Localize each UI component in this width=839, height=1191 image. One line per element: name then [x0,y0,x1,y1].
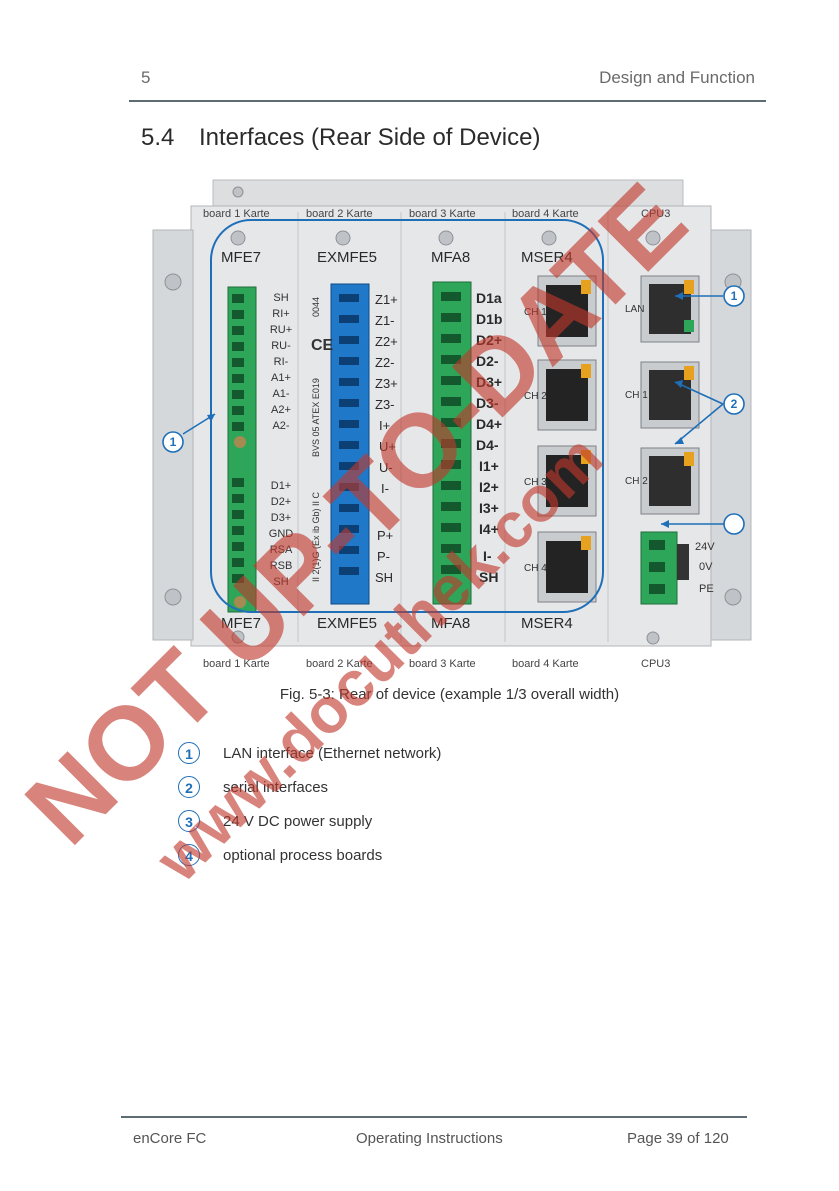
mfe7-label: RI- [274,356,289,368]
power-label-24v: 24V [695,541,715,553]
mfe7-label: SH [273,576,288,588]
exmfe5-label: Z3- [375,397,395,412]
mfe7-label: RI+ [272,308,289,320]
mfe7-label: A1- [272,388,289,400]
module-name-mser4-top: MSER4 [521,249,573,266]
exmfe5-label: U+ [379,439,396,454]
mfe7-label: D2+ [271,496,292,508]
mfe7-label: D1+ [271,480,292,492]
mfe7-label: RSA [270,544,293,556]
module-name-mfe7-top: MFE7 [221,249,261,266]
legend-number-badge: 1 [178,742,200,764]
header-rule [129,100,766,102]
exmfe5-label: I+ [379,418,390,433]
mfa8-label: SH [479,569,498,585]
ce-mark: CE [311,337,334,354]
module-name-exmfe5-bottom: EXMFE5 [317,615,377,632]
mfe7-label: A1+ [271,372,291,384]
mfe7-label: A2- [272,420,289,432]
mfa8-label: I1+ [479,458,499,474]
footer-product: enCore FC [133,1130,207,1147]
board-label-cpu-bottom: CPU3 [641,658,670,670]
mfa8-label: D2+ [476,332,502,348]
board-label-2-top: board 2 Karte [306,208,373,220]
mfe7-label: RSB [270,560,293,572]
header-chapter-number: 5 [141,68,151,87]
footer-doc-type: Operating Instructions [356,1130,503,1147]
cpu-port-label: CH 2 [625,476,648,487]
module-name-mfe7-bottom: MFE7 [221,615,261,632]
exmfe5-label: Z2- [375,355,395,370]
exmfe5-atex: BVS 05 ATEX E019 [311,378,321,457]
callout-2: 2 [731,397,738,411]
mser4-port-label: CH 3 [524,477,547,488]
mfe7-label: GND [269,528,294,540]
section-title: Interfaces (Rear Side of Device) [199,124,541,151]
footer-rule [121,1116,747,1118]
mfa8-label: D1b [476,311,502,327]
module-name-exmfe5-top: EXMFE5 [317,249,377,266]
board-label-cpu-top: CPU3 [641,208,670,220]
board-label-1-top: board 1 Karte [203,208,270,220]
mser4-port-label: CH 2 [524,391,547,402]
cpu-port-label: CH 1 [625,390,648,401]
exmfe5-code: 0044 [311,297,321,317]
board-label-1-bottom: board 1 Karte [203,658,270,670]
mfa8-label: D3+ [476,374,502,390]
exmfe5-label: Z2+ [375,334,398,349]
mfa8-label: I2+ [479,479,499,495]
mfa8-label: I4+ [479,521,499,537]
mfa8-label: D4- [476,437,499,453]
mfa8-label: D2- [476,353,499,369]
exmfe5-label: I- [381,481,389,496]
legend-text: 24 V DC power supply [223,813,373,830]
callout-1-left: 1 [170,435,177,449]
mfe7-label: RU- [271,340,291,352]
mfa8-label: I- [483,548,492,564]
module-name-mfa8-top: MFA8 [431,249,470,266]
header-chapter-title: Design and Function [599,68,755,87]
mfa8-label: D4+ [476,416,502,432]
mfe7-label: SH [273,292,288,304]
mfa8-label: I3+ [479,500,499,516]
board-label-4-bottom: board 4 Karte [512,658,579,670]
mser4-port-label: CH 4 [524,563,547,574]
exmfe5-label: SH [375,570,393,585]
module-name-mser4-bottom: MSER4 [521,615,573,632]
exmfe5-label: Z1+ [375,292,398,307]
exmfe5-label: P+ [377,528,393,543]
exmfe5-label: Z1- [375,313,395,328]
mfa8-label: D3- [476,395,499,411]
exmfe5-ex-marking: II 2(1)G (Ex ib Gb) II C [311,491,321,582]
device-rear-figure: board 1 Karte board 2 Karte board 3 Kart… [152,179,752,670]
legend-number-badge: 3 [178,810,200,832]
legend-text: serial interfaces [223,779,329,796]
board-label-3-top: board 3 Karte [409,208,476,220]
legend-text: optional process boards [223,847,383,864]
mfe7-label: D3+ [271,512,292,524]
exmfe5-label: U- [379,460,393,475]
mfe7-label: A2+ [271,404,291,416]
board-label-3-bottom: board 3 Karte [409,658,476,670]
module-name-mfa8-bottom: MFA8 [431,615,470,632]
legend-number-badge: 4 [178,844,200,866]
power-label-0v: 0V [699,561,713,573]
exmfe5-label: Z3+ [375,376,398,391]
section-heading: 5.4 Interfaces (Rear Side of Device) [141,124,540,152]
exmfe5-label: P- [377,549,390,564]
mser4-port-label: CH 1 [524,307,547,318]
cpu-port-label: LAN [625,304,644,315]
legend-text: LAN interface (Ethernet network) [223,745,442,762]
mfe7-label: RU+ [270,324,292,336]
section-number: 5.4 [141,124,175,151]
figure-caption: Fig. 5-3: Rear of device (example 1/3 ov… [279,686,620,703]
footer-page-number: Page 39 of 120 [627,1130,729,1147]
power-label-pe: PE [699,583,714,595]
board-label-4-top: board 4 Karte [512,208,579,220]
mfa8-label: D1a [476,290,502,306]
legend-number-badge: 2 [178,776,200,798]
board-label-2-bottom: board 2 Karte [306,658,373,670]
callout-1-right: 1 [731,289,738,303]
